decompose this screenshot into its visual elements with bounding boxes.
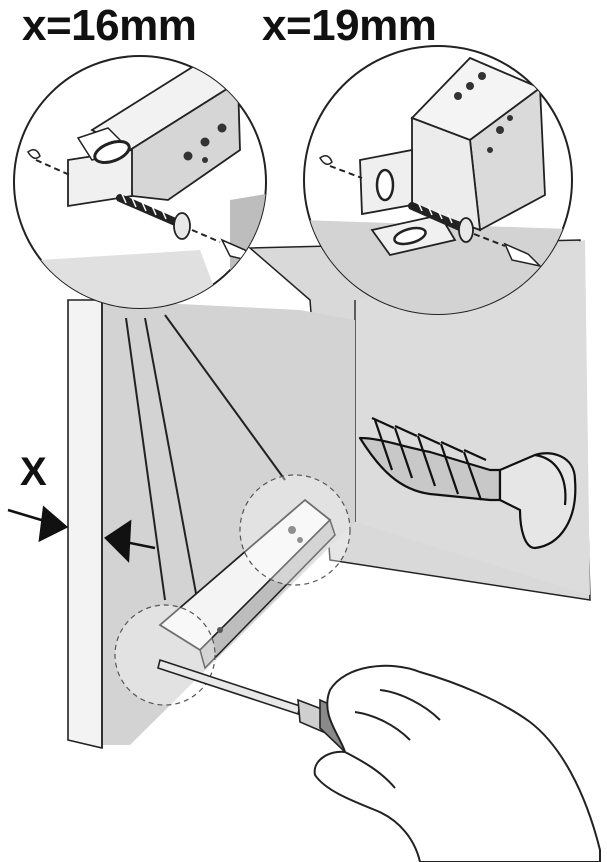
rail-highlight-circles: [114, 474, 351, 706]
detail-circle-16mm: [13, 55, 267, 309]
wall-anchor-screw-icon: [358, 416, 577, 550]
label-x-16mm: x=16mm: [22, 1, 197, 50]
cabinet-side-panel: [100, 300, 355, 745]
gap-measurement-arrows: [7, 505, 156, 563]
hand-icon: [313, 664, 601, 862]
detail-leader-lines: [125, 314, 286, 616]
gap-label: X: [20, 450, 47, 494]
cabinet-front-edge: [67, 299, 103, 750]
label-x-19mm: x=19mm: [262, 1, 437, 50]
mounting-rail: [158, 498, 336, 670]
